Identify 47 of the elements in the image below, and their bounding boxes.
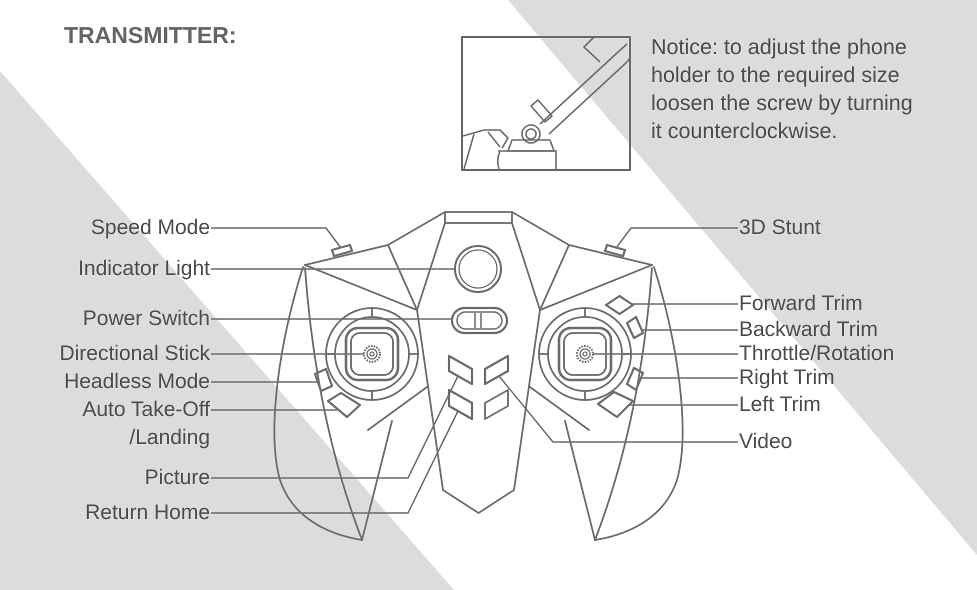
leader-line [498, 376, 738, 443]
push-button [626, 366, 644, 392]
joystick-knob [576, 345, 594, 363]
leader-line [211, 268, 455, 270]
joystick-knob [363, 345, 381, 363]
slide-switch [450, 306, 508, 334]
push-button [596, 390, 634, 418]
push-button [604, 294, 634, 316]
part-label: 3D Stunt [739, 216, 821, 240]
leader-line [642, 329, 738, 331]
leader-line [616, 227, 738, 248]
part-label: Forward Trim [739, 292, 863, 316]
leader-line [211, 353, 364, 355]
leader-line [641, 377, 738, 379]
notice-text: Notice: to adjust the phone holder to the required size loosen the screw by turning it counterclockwise. [651, 34, 914, 145]
push-button [484, 354, 510, 386]
shoulder-switch [330, 244, 354, 258]
part-label: Right Trim [739, 366, 835, 390]
leader-line [211, 410, 459, 514]
part-label: Indicator Light [78, 257, 210, 281]
part-label: Picture [144, 466, 210, 490]
leader-line [211, 376, 459, 479]
push-button [626, 316, 644, 340]
leader-line [211, 227, 342, 248]
leader-line [593, 353, 738, 355]
push-button [448, 388, 474, 420]
part-label: Power Switch [82, 307, 210, 331]
part-label: Video [739, 430, 792, 454]
part-label: Headless Mode [64, 370, 210, 394]
part-label: Auto Take-Off /Landing [60, 396, 210, 452]
part-label: Directional Stick [59, 342, 210, 366]
title: TRANSMITTER: [64, 22, 236, 48]
push-button [448, 354, 474, 386]
indicator-light [454, 245, 502, 293]
leader-line [211, 318, 452, 320]
part-label: Throttle/Rotation [739, 342, 894, 366]
shoulder-switch [604, 244, 626, 258]
part-label: Speed Mode [90, 216, 210, 240]
part-label: Return Home [85, 501, 210, 525]
push-button [326, 392, 362, 418]
leader-line [211, 409, 339, 411]
leader-line [629, 404, 738, 406]
part-label: Left Trim [739, 393, 821, 417]
leader-line [632, 303, 738, 305]
part-label: Backward Trim [739, 318, 878, 342]
push-button [314, 368, 334, 392]
leader-line [211, 381, 318, 383]
